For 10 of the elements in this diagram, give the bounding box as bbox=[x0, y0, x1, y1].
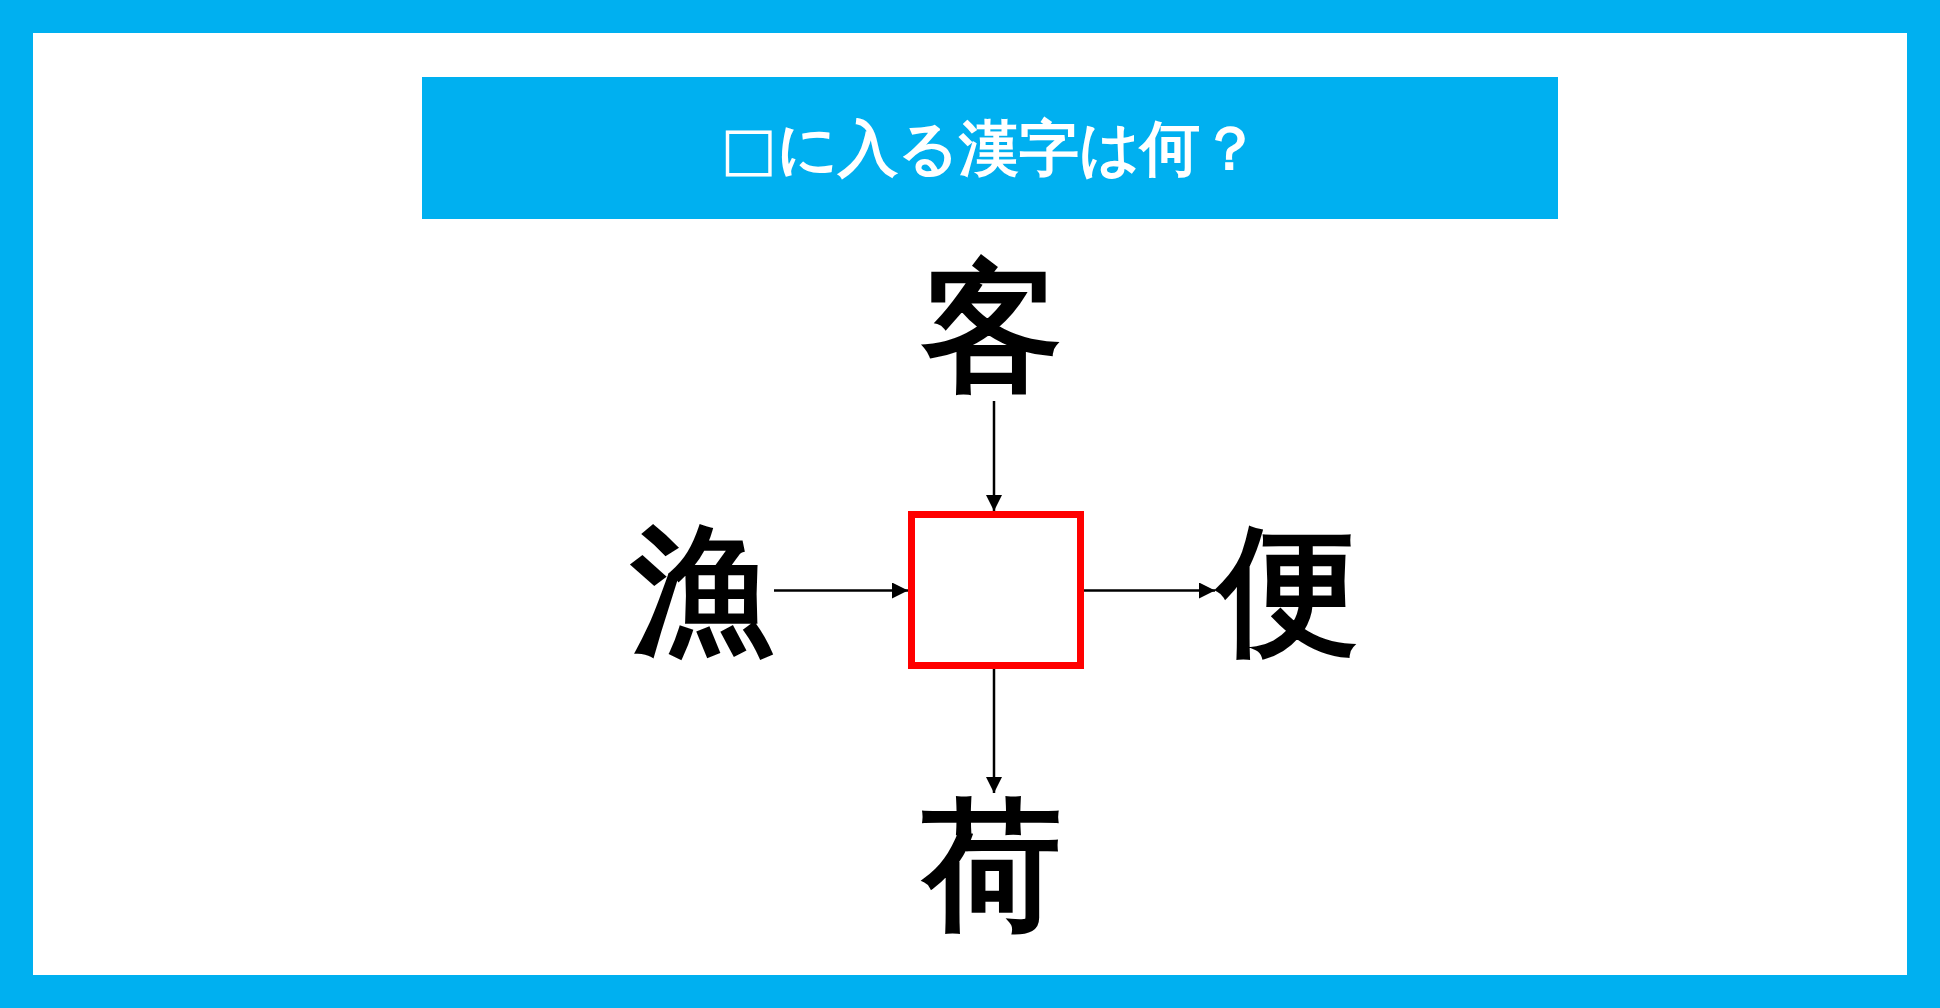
arrow bbox=[774, 582, 908, 599]
kanji-character: 客 bbox=[919, 255, 1065, 401]
kanji-character: 荷 bbox=[919, 793, 1065, 939]
answer-box bbox=[908, 511, 1084, 669]
arrow bbox=[1084, 582, 1215, 599]
kanji-character: 漁 bbox=[628, 518, 774, 664]
kanji-character: 便 bbox=[1215, 518, 1361, 664]
title: □に入る漢字は何？ bbox=[719, 113, 1261, 183]
arrow bbox=[986, 401, 1002, 511]
arrow bbox=[986, 669, 1002, 793]
